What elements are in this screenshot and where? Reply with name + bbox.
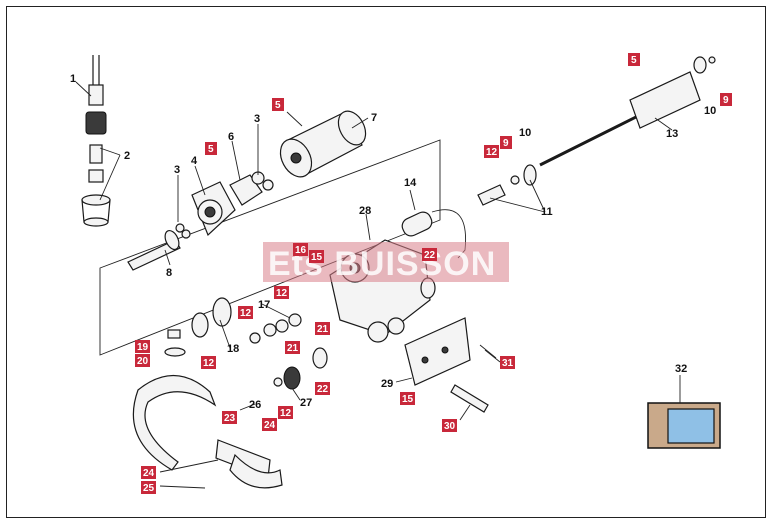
motor-cylinder [279,110,367,178]
label-3-left: 3 [174,164,180,176]
label-32: 32 [675,363,687,375]
bearing-stack [164,297,232,357]
callout-25: 25 [143,483,155,494]
label-28: 28 [359,205,371,217]
brake-band [132,374,283,489]
bolt [450,384,489,413]
callout-12-c: 12 [240,308,252,319]
callout-24-right: 24 [264,420,276,431]
red-callouts: 5 5 5 9 9 12 12 12 12 12 15 15 16 19 20 … [135,53,732,494]
label-11: 11 [541,206,553,218]
callout-12-e: 12 [280,408,292,419]
callout-24-left: 24 [143,468,155,479]
callout-15-b: 15 [402,394,414,405]
callout-16: 16 [295,245,307,256]
callout-15-a: 15 [311,252,323,263]
label-13: 13 [666,128,678,140]
callout-30: 30 [444,421,456,432]
input-shaft [127,223,191,271]
insulation-swatch [647,402,721,449]
label-7: 7 [371,112,377,124]
label-18: 18 [227,343,239,355]
label-10-mid: 10 [519,127,531,139]
end-housing [229,171,274,206]
label-29: 29 [381,378,393,390]
bearing-housing [191,181,236,237]
label-14: 14 [404,177,417,189]
label-17: 17 [258,299,270,311]
label-8: 8 [166,267,172,279]
seals [249,277,436,390]
leader-lines [75,81,681,489]
label-2: 2 [124,150,130,162]
callout-20: 20 [137,356,149,367]
callout-21-a: 21 [317,324,329,335]
callout-31: 31 [502,358,514,369]
callout-12-a: 12 [486,147,498,158]
label-3-right: 3 [254,113,260,125]
callout-5-top: 5 [275,100,281,111]
callout-12-d: 12 [203,358,215,369]
callout-12-b: 12 [276,288,288,299]
callout-21-b: 21 [287,343,299,354]
mounting-plate [404,317,497,386]
callout-22-a: 22 [424,250,436,261]
label-4: 4 [191,155,198,167]
callout-5-right: 5 [631,55,637,66]
callout-22-b: 22 [317,384,329,395]
filter-assembly [81,55,111,227]
assembly-group-outline [99,139,441,356]
label-26: 26 [249,399,261,411]
callout-5-left: 5 [208,144,214,155]
threaded-rod-assembly [477,56,716,206]
label-1: 1 [70,73,76,85]
label-10-right: 10 [704,105,716,117]
callout-19: 19 [137,342,149,353]
label-27: 27 [300,397,312,409]
callout-9-mid: 9 [503,138,509,149]
callout-23: 23 [224,413,236,424]
callout-9-right: 9 [723,95,729,106]
label-6: 6 [228,131,234,143]
